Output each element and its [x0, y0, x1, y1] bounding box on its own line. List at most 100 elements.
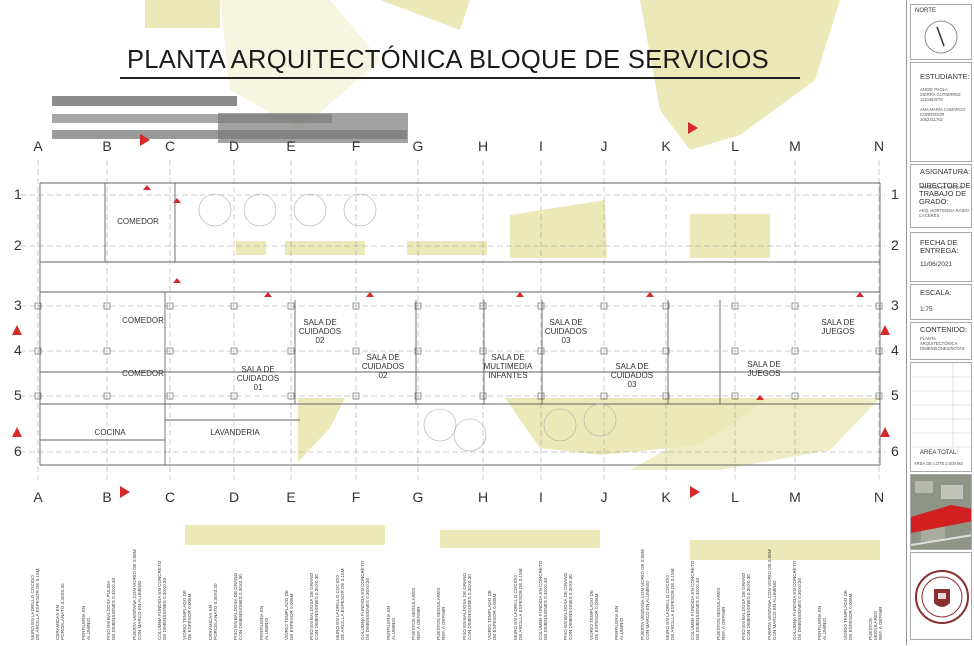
column-label-top: B [102, 138, 112, 154]
structural-column [600, 302, 608, 310]
area-value: AREA DE LOTE 2.000 M2 [914, 461, 963, 466]
section-cut-marker [690, 486, 700, 498]
structural-column [791, 392, 799, 400]
column-label-top: N [873, 138, 885, 154]
director-box: DIRECTOR DE TRABAJO DE GRADO: ARQ. HORTE… [910, 174, 972, 230]
material-note: PERFILERIA EN ALUMINIO [614, 605, 625, 640]
material-note: PUERTA VENTANA CON VIDRIO DE 0.06M CON M… [131, 549, 142, 640]
structural-column [791, 347, 799, 355]
structural-column [103, 302, 111, 310]
university-seal-icon [915, 570, 969, 624]
column-label-bottom: G [412, 489, 424, 505]
room-label-cocina: COCINA [94, 428, 126, 437]
grey-bands [52, 96, 408, 143]
highlight-legend-3 [690, 540, 880, 560]
material-note: MURO EN LADRILLO COCIDO DE ARCILLA ESPES… [512, 568, 523, 641]
door-marker [173, 198, 181, 203]
grid-lines [20, 160, 885, 480]
highlight-diamond [220, 0, 380, 130]
plan-title: PLANTA ARQUITECTÓNICA BLOQUE DE SERVICIO… [127, 46, 769, 74]
floor-plan-drawing: PLANTA ARQUITECTÓNICA BLOQUE DE SERVICIO… [12, 0, 899, 641]
room-label-sala-juegos-a: SALA DE JUEGOS [821, 318, 855, 336]
structural-column [103, 392, 111, 400]
room-label-sala-cuidados-03a: SALA DE CUIDADOS 03 [544, 318, 588, 345]
material-note: PERFILERIA EN ALUMINIO [258, 605, 269, 640]
column-label-top: H [477, 138, 489, 154]
row-label-right: 3 [891, 297, 899, 313]
title-block: NORTE ESTUDIANTE: ANGIE PAOLA SIERRA GUT… [906, 0, 974, 645]
section-cut-marker [12, 325, 22, 335]
column-label-top: D [228, 138, 240, 154]
material-note: CERAMICAS EN PORCELANATO 0.30X0.30 [207, 583, 218, 640]
room-label-comedor-2: COMEDOR [122, 316, 164, 325]
door-marker [856, 292, 864, 297]
structural-column [287, 302, 295, 310]
structural-column [414, 392, 422, 400]
column-label-bottom: E [286, 489, 296, 505]
structural-column [662, 302, 670, 310]
row-label-left: 1 [14, 186, 22, 202]
structural-column [34, 302, 42, 310]
material-note: PISO EN BALDOSA DE GRANO CON DIMENSIONES… [309, 572, 320, 640]
structural-column [166, 392, 174, 400]
structural-column [600, 347, 608, 355]
grey-band-1 [52, 96, 237, 106]
material-note: COLUMNA FUNDIDA EN CONCRETO DE DIMENSION… [792, 560, 802, 640]
section-cut-marker [688, 122, 698, 134]
student-names: ANGIE PAOLA SIERRA GUTIERREZ 1110463278 … [920, 87, 966, 122]
structural-column [479, 302, 487, 310]
section-markers [12, 122, 890, 498]
row-label-right: 5 [891, 387, 899, 403]
material-note: CERAMICAS EN PORCELANATO 0.30X0.30 [55, 583, 66, 640]
grey-band-2 [52, 114, 332, 123]
grey-band-4 [218, 113, 408, 143]
table-furniture [243, 193, 277, 227]
material-note: PISO EN BALDOSA PULIDA DE DIMENSIONES 0.… [106, 577, 117, 640]
section-cut-marker [12, 427, 22, 437]
subject-label: ASIGNATURA: [920, 167, 971, 176]
structural-column [875, 392, 883, 400]
highlight-legend-1 [185, 525, 385, 545]
student-label: ESTUDIANTE: [920, 72, 970, 81]
material-note: PUERTA VENTANA CON VIDRIO DE 0.06M CON M… [639, 549, 650, 640]
row-label-right: 2 [891, 237, 899, 253]
material-note: PERFILERIA EN ALUMINIO [80, 605, 91, 640]
material-note: PERFILERIA EN ALUMINIO [817, 605, 828, 640]
material-note: PUERTA VENTANA CON VIDRIO DE 0.06M CON M… [766, 549, 777, 640]
material-note: COLUMNA FUNDIDA EN CONCRETO DE DIMENSION… [157, 560, 167, 640]
table-furniture [583, 403, 617, 437]
table-furniture [343, 193, 377, 227]
structural-column [166, 347, 174, 355]
structural-column [287, 392, 295, 400]
column-label-bottom: M [789, 489, 801, 505]
content-label: CONTENIDO: [920, 325, 968, 334]
location-map [910, 474, 972, 550]
highlight-band-2b [285, 241, 365, 255]
structural-column [352, 347, 360, 355]
structural-column [352, 302, 360, 310]
material-note: PUESTOS MODULARES REF. A DEFINIR [868, 606, 884, 640]
structural-column [287, 347, 295, 355]
highlight-band-2a [236, 241, 266, 255]
highlight-zones [145, 0, 880, 560]
material-note: PISO EN BALDOSA DE GRANO CON DIMENSIONES… [741, 572, 752, 640]
structural-column [731, 302, 739, 310]
structural-column [662, 392, 670, 400]
subject-value: TRABAJO DE GRADO [920, 185, 963, 190]
structural-column [791, 302, 799, 310]
column-label-bottom: I [539, 489, 543, 505]
material-note: PERFILERIA EN ALUMINIO [385, 605, 396, 640]
material-note: VIDRIO TEMPLADO DE DE ESPESOR 0.006M [588, 590, 599, 640]
structural-column [731, 347, 739, 355]
location-map-icon [911, 475, 971, 549]
highlight-band-2d [510, 200, 607, 258]
column-label-top: G [412, 138, 424, 154]
row-label-right: 1 [891, 186, 899, 202]
material-note: MURO EN LADRILLO COCIDO DE ARCILLA ESPES… [334, 568, 345, 641]
date-label: FECHA DE ENTREGA: [920, 238, 959, 255]
door-marker [646, 292, 654, 297]
door-marker [756, 395, 764, 400]
room-label-sala-cuidados-01: SALA DE CUIDADOS 01 [236, 365, 280, 392]
door-marker [143, 185, 151, 190]
material-note: PUESTOS MODULARES REF. A DEFINIR [436, 587, 447, 640]
